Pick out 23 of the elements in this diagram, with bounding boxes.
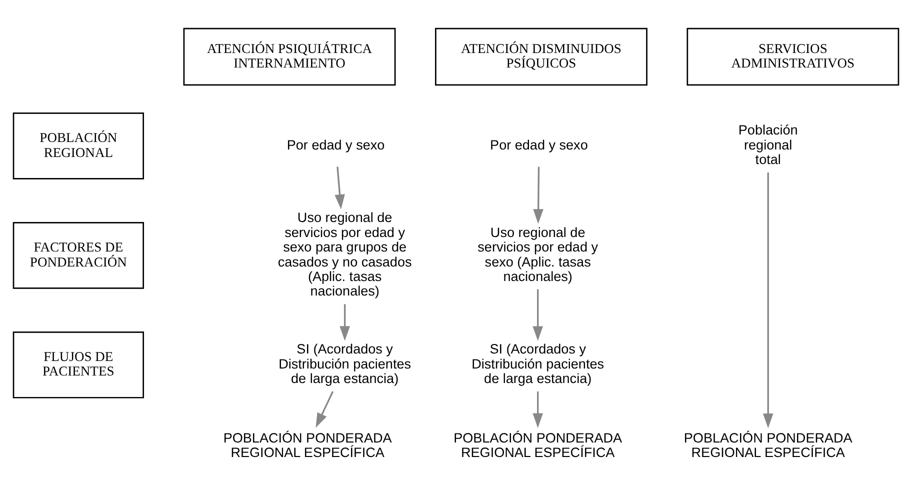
arrow [762, 172, 773, 428]
arrow [532, 390, 542, 428]
arrow [339, 304, 350, 340]
node-box: FACTORES DE PONDERACIÓN [12, 221, 144, 288]
arrow [532, 166, 543, 224]
node-box: FLUJOS DE PACIENTES [12, 330, 144, 398]
node-text: Por edad y sexo [286, 136, 384, 152]
node-box: SERVICIOS ADMINISTRATIVOS [686, 27, 899, 86]
node-box: POBLACIÓN REGIONAL [12, 112, 144, 179]
node-box: ATENCIÓN PSIQUIÁTRICA INTERNAMIENTO [182, 27, 396, 86]
arrow [334, 166, 344, 209]
node-text: Uso regional de servicios por edad y sexo para grupos de casados y no casados (Aplic. tasas nacionales) [277, 210, 412, 298]
node-text: Por edad y sexo [490, 136, 588, 152]
node-text: SI (Acordados y Distribución pacientes de larga estancia) [471, 341, 604, 386]
arrow [315, 390, 334, 428]
node-text: POBLACIÓN PONDERADA REGIONAL ESPECÍFICA [453, 430, 622, 460]
node-box: ATENCIÓN DISMINUIDOS PSÍQUICOS [434, 27, 647, 86]
node-text: SI (Acordados y Distribución pacientes de larga estancia) [278, 341, 410, 386]
node-text: Población regional total [738, 122, 798, 167]
node-text: POBLACIÓN PONDERADA REGIONAL ESPECÍFICA [683, 430, 852, 460]
arrow [532, 288, 542, 340]
node-text: POBLACIÓN PONDERADA REGIONAL ESPECÍFICA [222, 430, 392, 460]
node-text: Uso regional de servicios por edad y sexo (Aplic. tasas nacionales) [477, 224, 598, 284]
